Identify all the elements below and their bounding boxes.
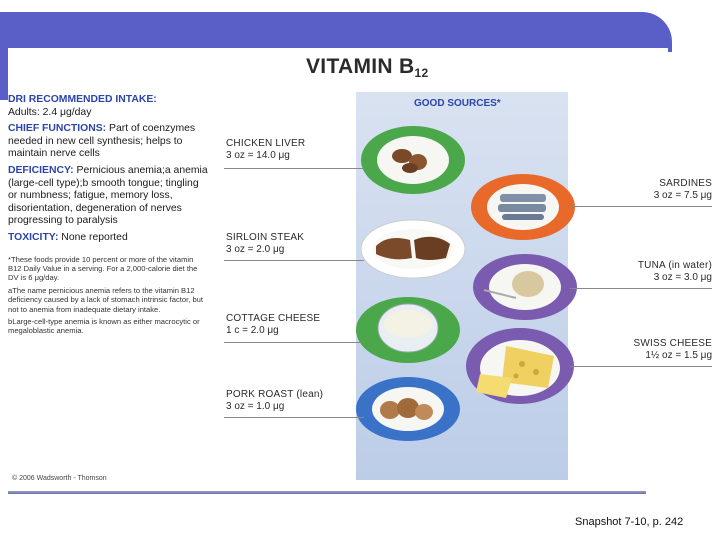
nutrient-info: DRI RECOMMENDED INTAKE: Adults: 2.4 μg/d… <box>8 94 208 339</box>
leader-line <box>224 168 364 169</box>
left-accent-bar <box>0 48 8 100</box>
footnote: *These foods provide 10 percent or more … <box>8 254 198 283</box>
leader-line <box>570 366 712 367</box>
leader-line <box>224 342 364 343</box>
footnotes: *These foods provide 10 percent or more … <box>8 255 208 336</box>
good-sources-title: GOOD SOURCES* <box>414 98 501 109</box>
sardines-plate-icon <box>471 174 575 240</box>
dri-section: DRI RECOMMENDED INTAKE: Adults: 2.4 μg/d… <box>8 94 157 118</box>
chicken-liver-plate-icon <box>361 126 465 194</box>
toxicity-section: TOXICITY: None reported <box>8 231 128 243</box>
footnote: bLarge-cell-type anemia is known as eith… <box>8 316 200 336</box>
cottage-cheese-plate-icon <box>356 297 460 363</box>
footnote: aThe name pernicious anemia refers to th… <box>8 285 204 314</box>
leader-line <box>224 417 364 418</box>
page-title: VITAMIN B12 <box>306 55 429 80</box>
food-tuna: TUNA (in water)3 oz = 3.0 μg <box>637 260 712 283</box>
food-pork-roast: PORK ROAST (lean)3 oz = 1.0 μg <box>226 389 324 412</box>
tuna-plate-icon <box>473 254 577 320</box>
functions-section: CHIEF FUNCTIONS: Part of coenzymes neede… <box>8 123 196 160</box>
copyright: © 2006 Wadsworth - Thomson <box>12 475 107 482</box>
deficiency-section: DEFICIENCY: Pernicious anemia;a anemia (… <box>8 164 208 227</box>
swiss-cheese-plate-icon <box>466 328 574 404</box>
title-banner <box>0 12 672 52</box>
bottom-divider <box>8 491 646 494</box>
pork-roast-plate-icon <box>356 377 460 441</box>
leader-line <box>570 288 712 289</box>
leader-line <box>224 260 364 261</box>
snapshot-caption: Snapshot 7-10, p. 242 <box>575 516 684 528</box>
leader-line <box>570 206 712 207</box>
banner-inner <box>8 48 668 58</box>
sirloin-steak-plate-icon <box>360 219 466 279</box>
